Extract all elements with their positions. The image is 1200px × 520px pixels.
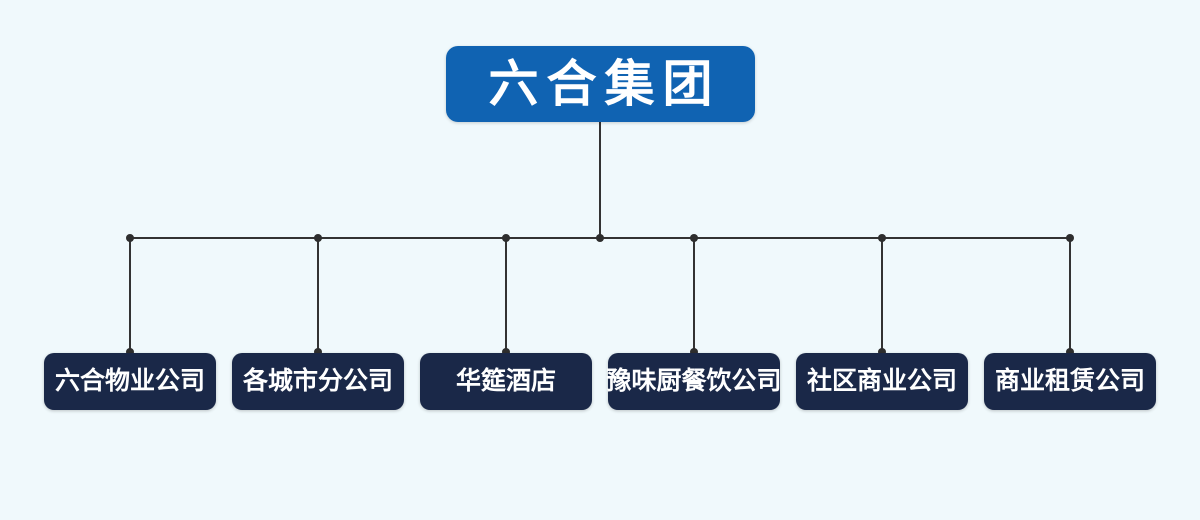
org-node-child-1[interactable]: 六合物业公司 <box>44 353 216 410</box>
junction-dot <box>314 234 322 242</box>
node-anchor-dot <box>126 348 134 356</box>
org-node-label: 各城市分公司 <box>242 367 393 395</box>
junction-dot <box>878 234 886 242</box>
org-node-label: 商业租赁公司 <box>994 367 1145 395</box>
org-node-label: 六合物业公司 <box>54 367 205 395</box>
org-node-label: 豫味厨餐饮公司 <box>606 367 782 395</box>
node-anchor-dot <box>502 348 510 356</box>
connector-root-vertical <box>599 121 601 238</box>
junction-dot <box>1066 234 1074 242</box>
connector-branch-5 <box>881 238 883 353</box>
org-node-child-6[interactable]: 商业租赁公司 <box>984 353 1156 410</box>
node-anchor-dot <box>690 348 698 356</box>
org-node-root[interactable]: 六合集团 <box>446 46 755 122</box>
node-anchor-dot <box>314 348 322 356</box>
org-node-root-label: 六合集团 <box>488 56 721 112</box>
org-node-label: 社区商业公司 <box>806 367 957 395</box>
junction-dot-root <box>596 234 604 242</box>
junction-dot <box>126 234 134 242</box>
connector-branch-1 <box>129 238 131 353</box>
node-anchor-dot <box>878 348 886 356</box>
connector-branch-6 <box>1069 238 1071 353</box>
org-node-child-2[interactable]: 各城市分公司 <box>232 353 404 410</box>
org-node-child-5[interactable]: 社区商业公司 <box>796 353 968 410</box>
connector-branch-3 <box>505 238 507 353</box>
org-node-child-3[interactable]: 华筵酒店 <box>420 353 592 410</box>
junction-dot <box>690 234 698 242</box>
node-anchor-dot <box>1066 348 1074 356</box>
org-node-label: 华筵酒店 <box>455 367 556 395</box>
connector-branch-4 <box>693 238 695 353</box>
org-node-child-4[interactable]: 豫味厨餐饮公司 <box>606 353 782 410</box>
junction-dot <box>502 234 510 242</box>
connector-branch-2 <box>317 238 319 353</box>
